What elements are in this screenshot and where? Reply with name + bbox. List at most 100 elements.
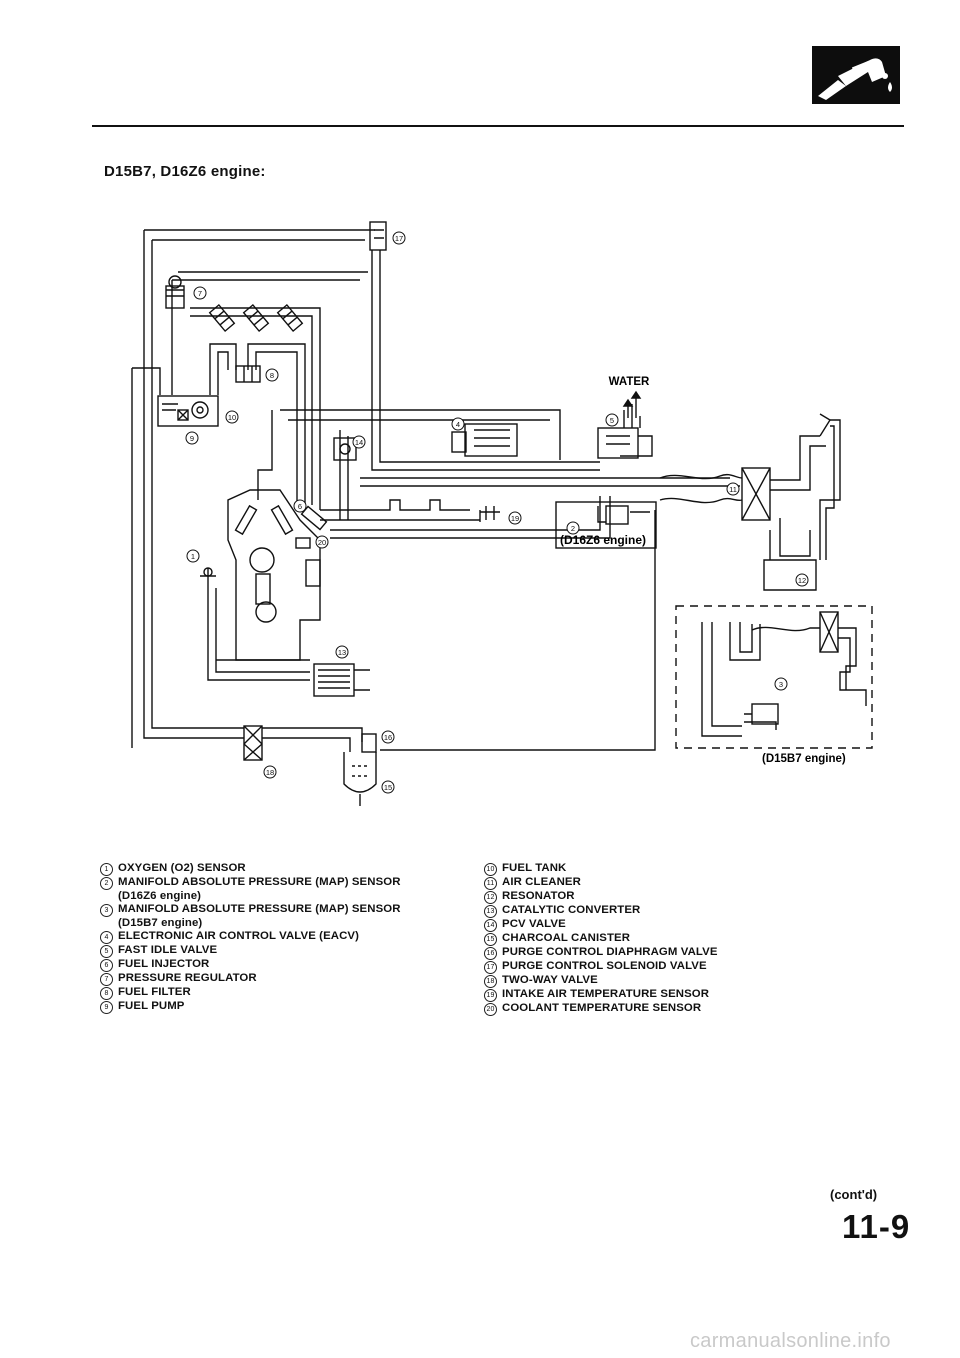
legend-number: 4 bbox=[100, 931, 113, 945]
legend-right: 10 FUEL TANK 11 AIR CLEANER 12 RESONATOR 13 CAT… bbox=[484, 862, 844, 1016]
legend-item: 14 PCV VALVE bbox=[484, 918, 844, 932]
callout-4: 4 bbox=[451, 417, 465, 431]
callout-15: 15 bbox=[381, 780, 395, 794]
legend-item: 1 OXYGEN (O2) SENSOR bbox=[100, 862, 470, 876]
legend-number: 19 bbox=[484, 989, 497, 1002]
svg-text:15: 15 bbox=[384, 783, 392, 792]
svg-text:6: 6 bbox=[298, 502, 302, 511]
legend-label: INTAKE AIR TEMPERATURE SENSOR bbox=[502, 988, 710, 1000]
legend-number: 8 bbox=[100, 987, 113, 1001]
legend-number: 18 bbox=[484, 975, 497, 988]
legend-number: 5 bbox=[100, 945, 113, 959]
legend-item: 16 PURGE CONTROL DIAPHRAGM VALVE bbox=[484, 946, 844, 960]
legend-label: AIR CLEANER bbox=[502, 876, 581, 888]
legend-number: 10 bbox=[484, 863, 497, 876]
legend-number: 3 bbox=[100, 904, 113, 918]
svg-text:12: 12 bbox=[798, 576, 806, 585]
legend-number: 14 bbox=[484, 919, 497, 932]
legend-label: PCV VALVE bbox=[502, 918, 566, 930]
watermark: carmanualsonline.info bbox=[690, 1330, 891, 1352]
d15b7-engine-label: (D15B7 engine) bbox=[762, 753, 846, 765]
svg-text:11: 11 bbox=[729, 485, 737, 494]
legend-label: FAST IDLE VALVE bbox=[118, 944, 218, 957]
legend-number: 20 bbox=[484, 1003, 497, 1016]
legend-label: FUEL TANK bbox=[502, 862, 567, 874]
callout-9: 9 bbox=[185, 431, 199, 445]
legend-label: ELECTRONIC AIR CONTROL VALVE (EACV) bbox=[118, 930, 360, 943]
legend-label: PURGE CONTROL DIAPHRAGM VALVE bbox=[502, 946, 718, 958]
svg-text:18: 18 bbox=[266, 768, 274, 777]
legend-item: 6 FUEL INJECTOR bbox=[100, 958, 470, 973]
legend-item: 3 MANIFOLD ABSOLUTE PRESSURE (MAP) SENSOR… bbox=[100, 903, 470, 930]
svg-text:1: 1 bbox=[191, 552, 195, 561]
fuel-nozzle-icon bbox=[812, 46, 900, 104]
legend-number: 15 bbox=[484, 933, 497, 946]
legend-item: 11 AIR CLEANER bbox=[484, 876, 844, 890]
legend-item: 20 COOLANT TEMPERATURE SENSOR bbox=[484, 1002, 844, 1016]
callout-13: 13 bbox=[335, 645, 349, 659]
svg-text:14: 14 bbox=[355, 438, 363, 447]
callout-3: 3 bbox=[774, 677, 788, 691]
legend-item: 8 FUEL FILTER bbox=[100, 986, 470, 1001]
callout-10: 10 bbox=[225, 410, 239, 424]
legend-item: 12 RESONATOR bbox=[484, 890, 844, 904]
svg-text:17: 17 bbox=[395, 234, 403, 243]
svg-text:9: 9 bbox=[190, 434, 194, 443]
legend-label: FUEL FILTER bbox=[118, 986, 191, 999]
legend-label: COOLANT TEMPERATURE SENSOR bbox=[502, 1002, 702, 1014]
legend-label: PRESSURE REGULATOR bbox=[118, 972, 257, 985]
svg-text:16: 16 bbox=[384, 733, 392, 742]
legend-item: 5 FAST IDLE VALVE bbox=[100, 944, 470, 959]
svg-text:2: 2 bbox=[571, 524, 575, 533]
legend-label: CATALYTIC CONVERTER bbox=[502, 904, 641, 916]
callout-20: 20 bbox=[315, 535, 329, 549]
svg-text:8: 8 bbox=[270, 371, 274, 380]
callout-5: 5 bbox=[605, 413, 619, 427]
callout-11: 11 bbox=[726, 482, 740, 496]
legend-number: 17 bbox=[484, 961, 497, 974]
svg-text:5: 5 bbox=[610, 416, 614, 425]
legend-item: 13 CATALYTIC CONVERTER bbox=[484, 904, 844, 918]
legend-item: 19 INTAKE AIR TEMPERATURE SENSOR bbox=[484, 988, 844, 1002]
legend-label: MANIFOLD ABSOLUTE PRESSURE (MAP) SENSOR … bbox=[118, 876, 401, 902]
legend-number: 13 bbox=[484, 905, 497, 918]
callout-7: 7 bbox=[193, 286, 207, 300]
svg-text:13: 13 bbox=[338, 648, 346, 657]
legend-number: 2 bbox=[100, 877, 113, 890]
d16z6-engine-label: (D16Z6 engine) bbox=[560, 533, 646, 547]
legend-label: TWO-WAY VALVE bbox=[502, 974, 598, 986]
page-number: 11-9 bbox=[842, 1208, 911, 1245]
legend-number: 1 bbox=[100, 863, 113, 876]
header-rule bbox=[92, 125, 904, 127]
legend-label: OXYGEN (O2) SENSOR bbox=[118, 862, 246, 874]
engine-title: D15B7, D16Z6 engine: bbox=[104, 163, 266, 180]
callout-14: 14 bbox=[352, 435, 366, 449]
legend-item: 10 FUEL TANK bbox=[484, 862, 844, 876]
legend-label: FUEL PUMP bbox=[118, 1000, 185, 1013]
callout-19: 19 bbox=[508, 511, 522, 525]
callout-17: 17 bbox=[392, 231, 406, 245]
legend-number: 16 bbox=[484, 947, 497, 960]
legend-label: MANIFOLD ABSOLUTE PRESSURE (MAP) SENSOR … bbox=[118, 903, 401, 929]
svg-text:7: 7 bbox=[198, 289, 202, 298]
legend-number: 6 bbox=[100, 959, 113, 973]
legend-label: RESONATOR bbox=[502, 890, 575, 902]
legend-number: 12 bbox=[484, 891, 497, 904]
callout-1: 1 bbox=[186, 549, 200, 563]
callout-8: 8 bbox=[265, 368, 279, 382]
callout-12: 12 bbox=[795, 573, 809, 587]
legend-label: FUEL INJECTOR bbox=[118, 958, 210, 971]
svg-text:20: 20 bbox=[318, 538, 326, 547]
legend-number: 11 bbox=[484, 877, 497, 890]
callout-6: 6 bbox=[293, 499, 307, 513]
callout-16: 16 bbox=[381, 730, 395, 744]
legend-number: 9 bbox=[100, 1001, 113, 1015]
water-label: WATER bbox=[609, 376, 650, 388]
legend-item: 4 ELECTRONIC AIR CONTROL VALVE (EACV) bbox=[100, 930, 470, 945]
